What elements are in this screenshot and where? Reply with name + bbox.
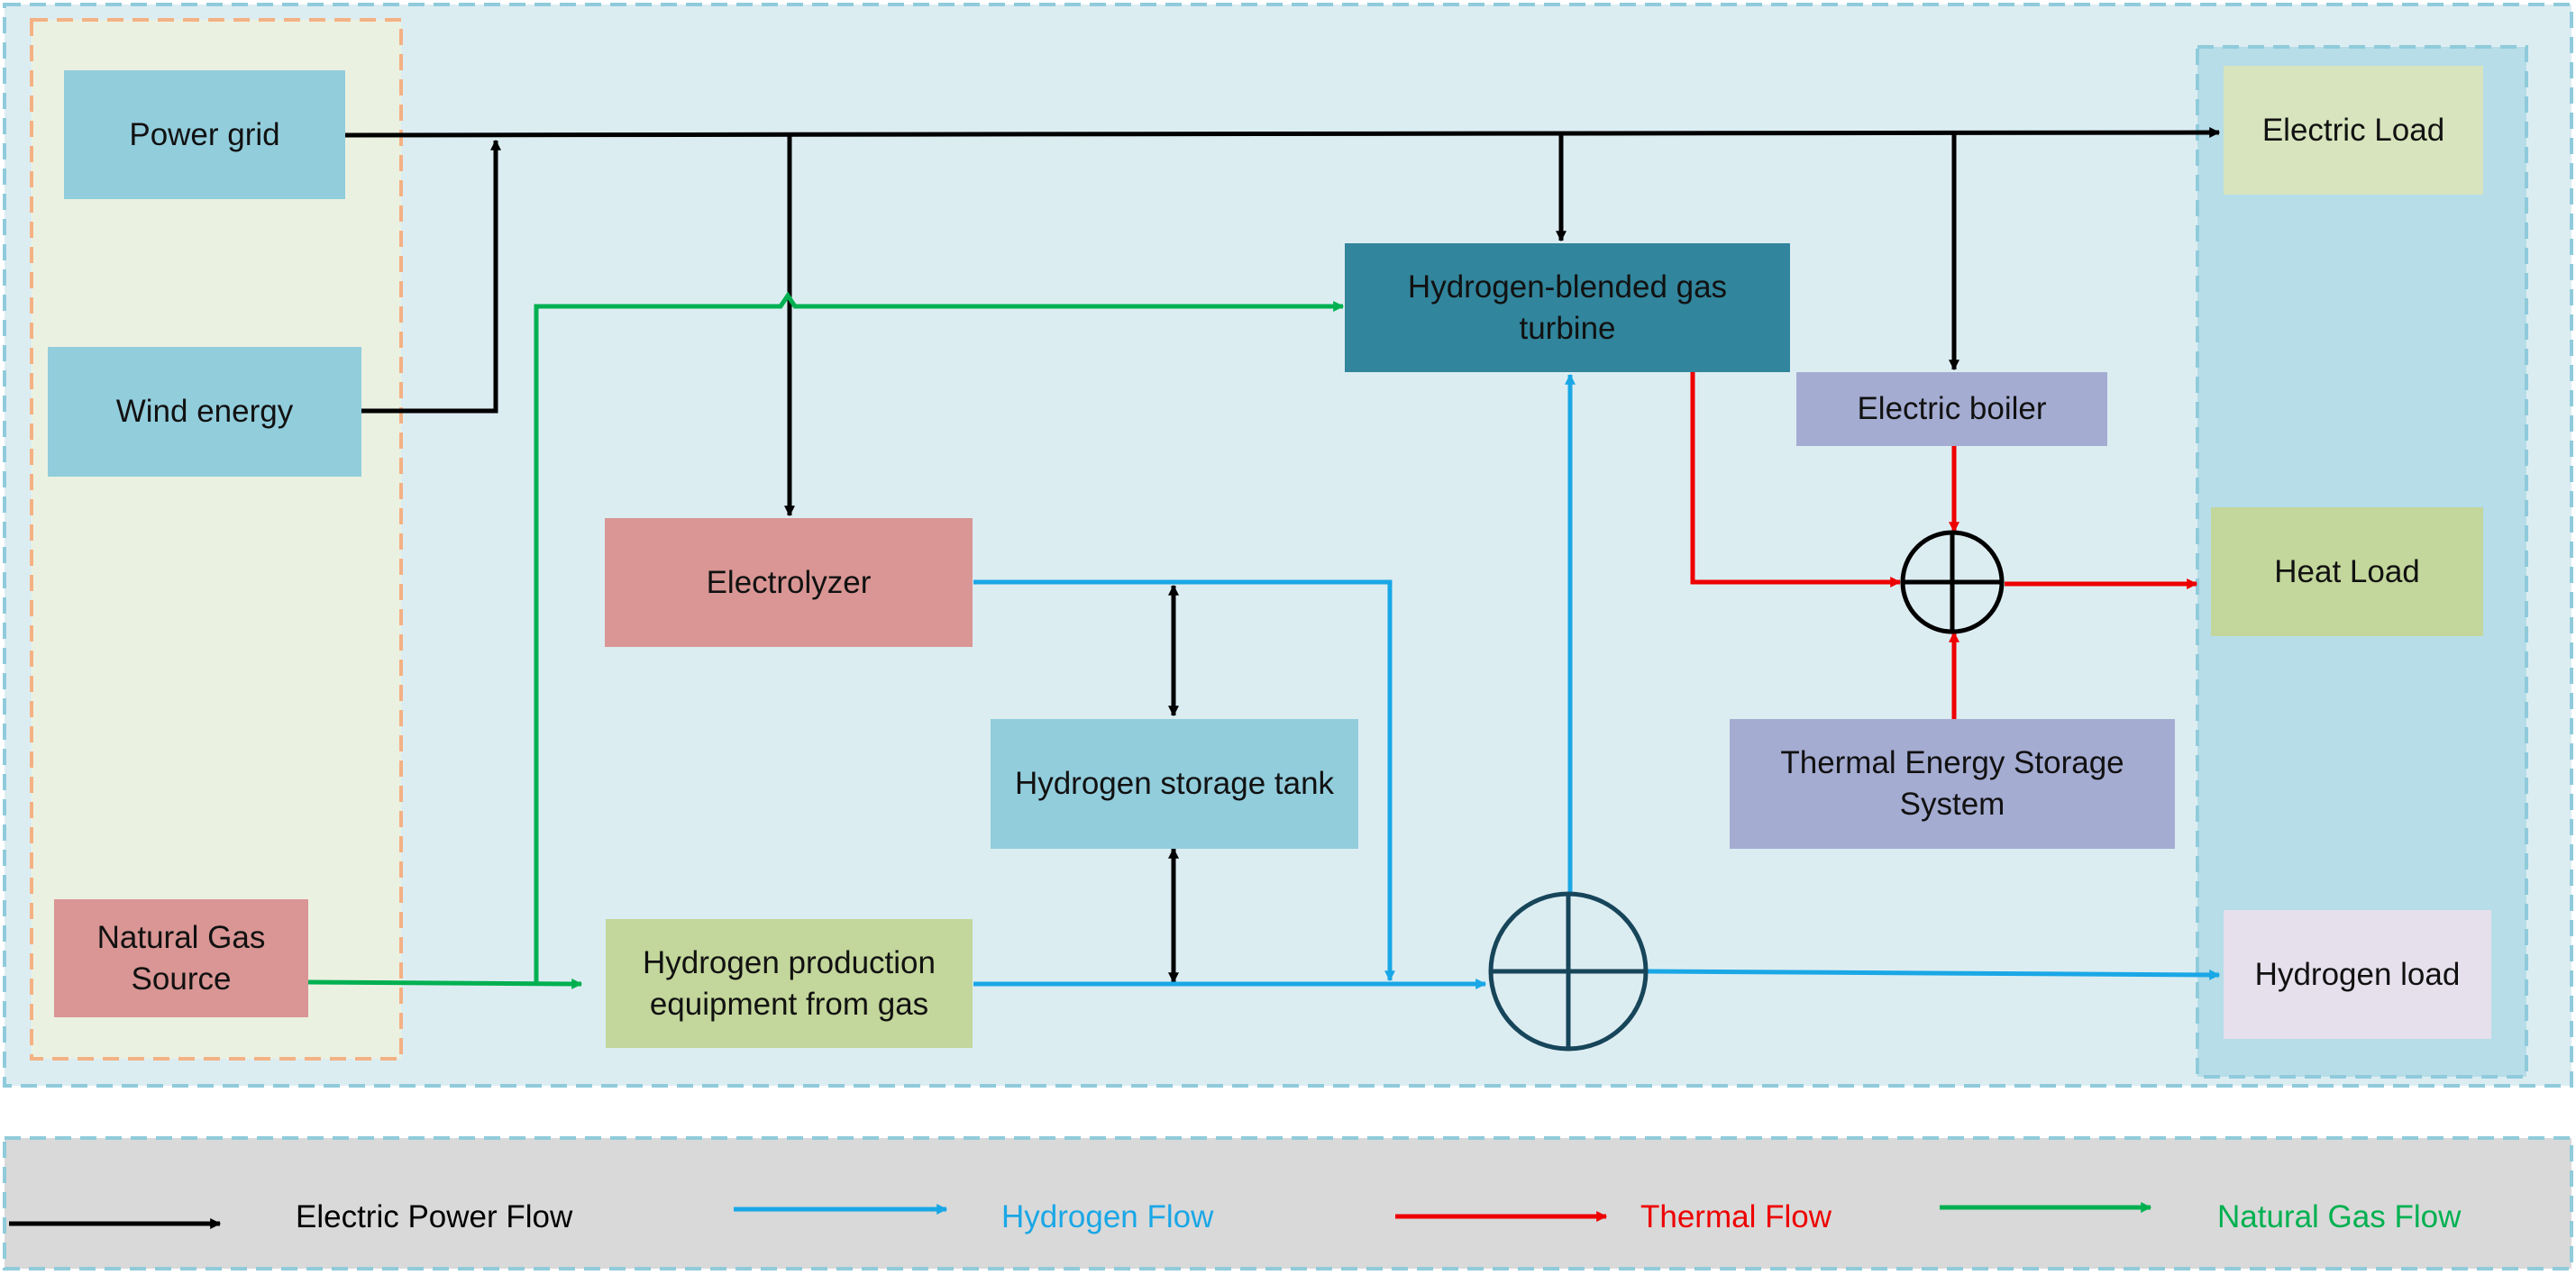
gas-to-turbine-line [534,291,1345,984]
hydrogen-blended-gas-turbine-node: Hydrogen-blended gas turbine [1345,243,1790,372]
natural-gas-source-node: Natural Gas Source [54,899,308,1017]
thermal-energy-storage-node: Thermal Energy Storage System [1730,719,2175,849]
electrolyzer-node: Electrolyzer [605,518,973,647]
heat-load-node: Heat Load [2211,507,2483,636]
hydrogen-production-equipment-node: Hydrogen production equipment from gas [606,919,973,1048]
electric-load-node: Electric Load [2224,66,2483,195]
grid-bus-line [342,127,2221,139]
electric-power-flows [342,127,2221,984]
electrolyzer-hydrogen-line [973,579,1395,982]
wind-to-bus-line [361,139,501,414]
hydrogen-to-load-line [1647,969,2221,980]
legend-hydrogen-label: Hydrogen Flow [1001,1199,1214,1234]
hydrogen-load-node: Hydrogen load [2224,910,2491,1039]
gas-to-production-line [307,978,583,989]
legend-gas-label: Natural Gas Flow [2217,1199,2462,1234]
natural-gas-flows [307,291,1345,989]
thermal-flows [1690,371,2198,721]
system-panel [3,3,2573,1088]
turbine-heat-line [1690,371,1902,587]
electric-boiler-node: Electric boiler [1796,372,2107,446]
wind-energy-node: Wind energy [48,347,361,477]
hydrogen-junction-symbol [1488,891,1649,1052]
power-grid-node: Power grid [64,70,345,199]
hydrogen-flows [973,373,2221,989]
hydrogen-storage-tank-node: Hydrogen storage tank [991,719,1358,849]
legend-thermal-label: Thermal Flow [1640,1199,1832,1234]
heat-junction-symbol [1900,530,2005,634]
legend-electric-label: Electric Power Flow [296,1199,573,1234]
